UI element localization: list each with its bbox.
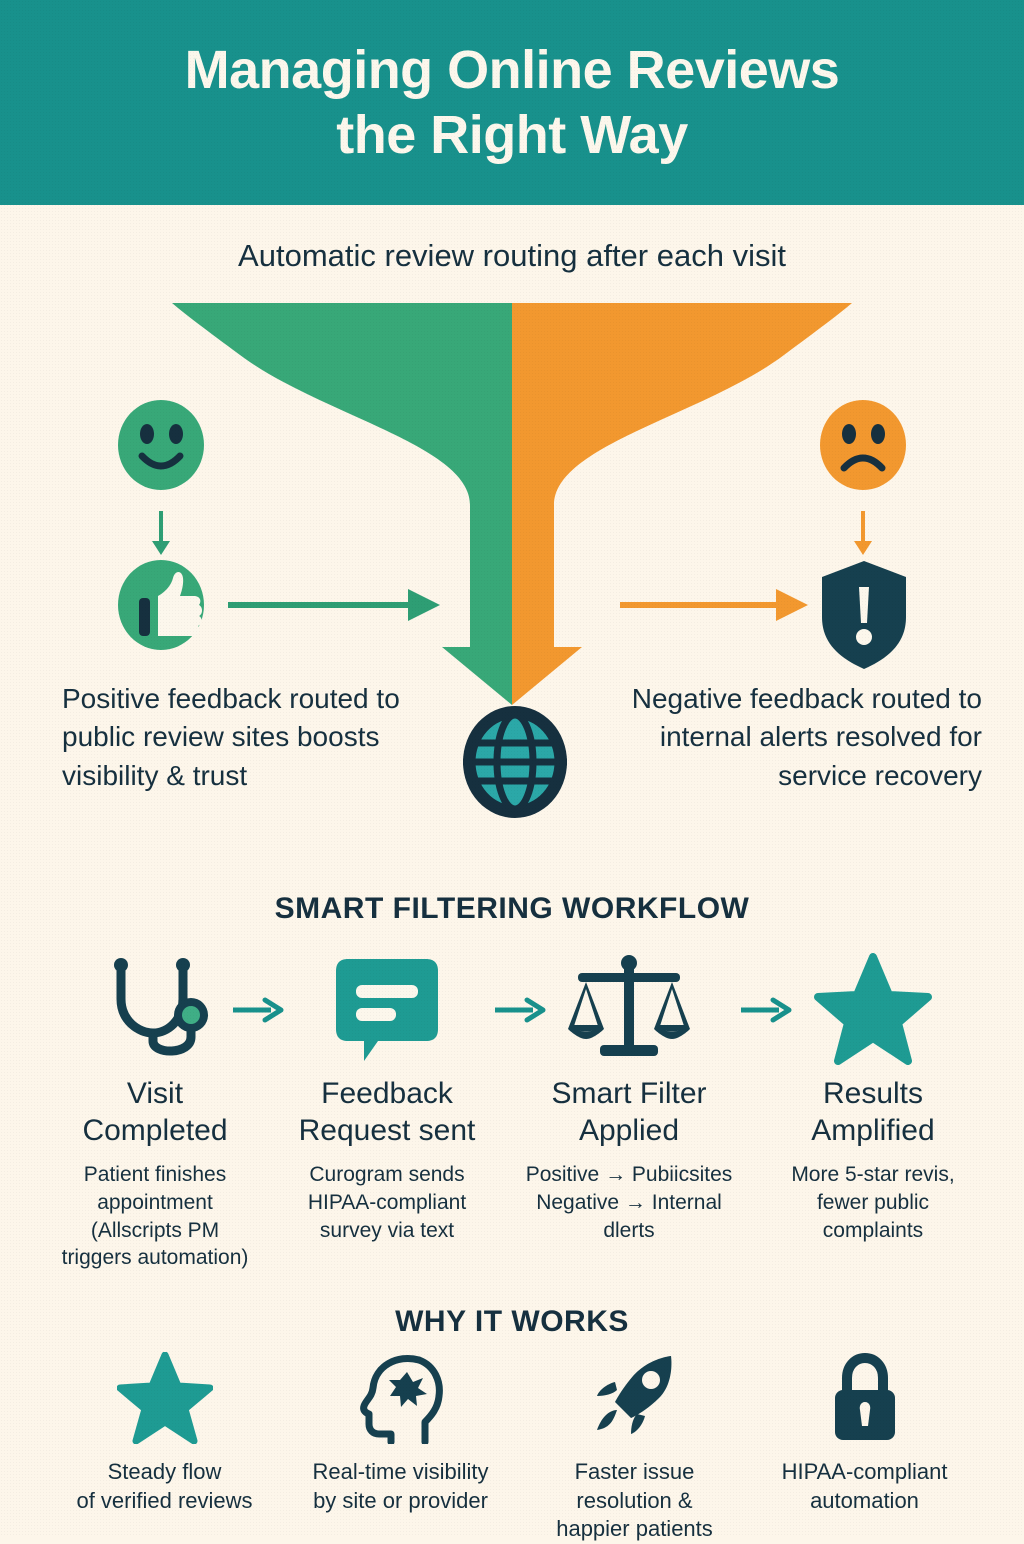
thumbs-up-icon <box>118 560 204 650</box>
why-item-label: HIPAA-compliant automation <box>781 1459 948 1513</box>
workflow-step-label: Results Amplified <box>811 1077 935 1147</box>
workflow-step-feedback-request: Feedback Request sent Curogram sends HIP… <box>272 950 502 1244</box>
arrow-right-positive-icon <box>228 589 440 621</box>
lock-icon <box>742 1348 987 1448</box>
why-item-label: Faster issue resolution & happier patien… <box>556 1459 713 1542</box>
workflow-step-desc: Curogram sends HIPAA-compliant survey vi… <box>307 1163 467 1242</box>
speech-bubble-icon <box>272 950 502 1068</box>
page-title: Managing Online Reviews the Right Way <box>185 38 840 168</box>
workflow-step-desc: More 5-star revis, fewer public complain… <box>791 1163 955 1242</box>
rocket-icon <box>512 1348 757 1448</box>
workflow-arrow-2-icon <box>490 990 550 1030</box>
workflow-step-smart-filter: Smart Filter Applied Positive → Pubiicsi… <box>514 950 744 1244</box>
subtitle: Automatic review routing after each visi… <box>238 238 786 273</box>
star-icon <box>42 1348 287 1448</box>
workflow-row: Visit Completed Patient finishes appoint… <box>0 950 1024 1300</box>
smiley-happy-face <box>118 400 204 490</box>
why-item-hipaa-automation: HIPAA-compliant automation <box>742 1348 987 1515</box>
funnel-left-arrowhead <box>442 647 512 705</box>
caption-negative: Negative feedback routed to internal ale… <box>631 683 982 791</box>
workflow-arrow-1-icon <box>228 990 288 1030</box>
funnel-diagram <box>0 295 1024 705</box>
header-banner: Managing Online Reviews the Right Way <box>0 0 1024 205</box>
funnel-right-half <box>512 303 852 657</box>
head-insight-icon <box>278 1348 523 1448</box>
globe-icon <box>460 703 570 826</box>
stethoscope-icon <box>40 950 270 1068</box>
title-line-1: Managing Online Reviews <box>184 39 840 100</box>
caption-positive: Positive feedback routed to public revie… <box>62 683 400 791</box>
workflow-step-label: Smart Filter Applied <box>551 1077 707 1147</box>
funnel-left-half <box>172 303 512 657</box>
why-item-label: Real-time visibility by site or provider <box>312 1459 489 1513</box>
workflow-step-visit-completed: Visit Completed Patient finishes appoint… <box>40 950 270 1272</box>
workflow-step-desc: Patient finishes appointment (Allscripts… <box>61 1163 249 1270</box>
title-line-2: the Right Way <box>336 104 688 165</box>
smiley-sad-face <box>820 400 906 490</box>
arrow-down-right-icon <box>854 511 872 555</box>
star-icon <box>758 950 988 1068</box>
workflow-step-label: Visit Completed <box>82 1077 228 1147</box>
workflow-arrow-3-icon <box>736 990 796 1030</box>
why-it-works-title: WHY IT WORKS <box>395 1305 629 1338</box>
arrow-right-negative-icon <box>620 589 808 621</box>
workflow-step-results-amplified: Results Amplified More 5-star revis, few… <box>758 950 988 1244</box>
workflow-step-label: Feedback Request sent <box>298 1077 476 1147</box>
why-item-real-time-visibility: Real-time visibility by site or provider <box>278 1348 523 1515</box>
why-item-faster-resolution: Faster issue resolution & happier patien… <box>512 1348 757 1544</box>
smart-filtering-title: SMART FILTERING WORKFLOW <box>274 892 750 925</box>
shield-alert-icon <box>822 561 906 669</box>
funnel-right-arrowhead <box>512 647 582 705</box>
why-item-label: Steady flow of verified reviews <box>76 1459 253 1513</box>
arrow-down-left-icon <box>152 511 170 555</box>
workflow-step-desc: Positive → Pubiicsites Negative → Intern… <box>525 1163 733 1242</box>
scales-balance-icon <box>514 950 744 1068</box>
why-it-works-row: Steady flow of verified reviews Real-tim… <box>0 1348 1024 1541</box>
why-item-steady-flow: Steady flow of verified reviews <box>42 1348 287 1515</box>
